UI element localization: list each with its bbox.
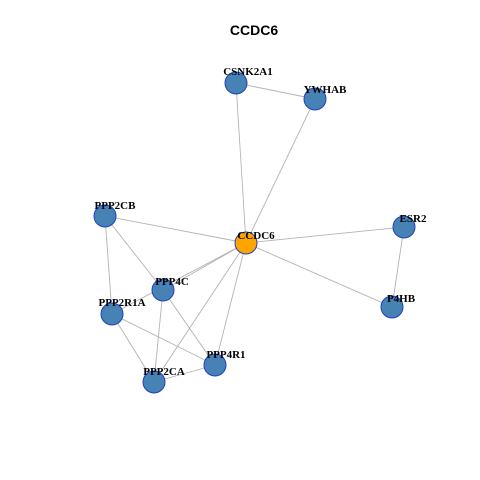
node-csnk2a1[interactable]	[224, 71, 248, 95]
edge-p4hb-ccdc6	[245, 242, 393, 308]
edge-ppp4c-ppp2ca	[153, 289, 164, 383]
node-label-ppp4c: PPP4C	[155, 276, 189, 288]
node-ppp4r1[interactable]	[203, 353, 227, 377]
edge-ppp2cb-ppp2r1a	[104, 215, 113, 315]
edge-csnk2a1-ywhab	[235, 82, 316, 100]
node-label-ppp4r1: PPP4R1	[206, 349, 245, 361]
edge-ppp2cb-ppp4c	[104, 215, 164, 291]
node-label-p4hb: P4HB	[387, 293, 416, 305]
node-label-ccdc6: CCDC6	[237, 230, 275, 242]
edge-esr2-p4hb	[391, 226, 405, 308]
edge-ppp2r1a-ppp4r1	[111, 313, 216, 366]
edge-csnk2a1-ccdc6	[235, 82, 247, 244]
node-esr2[interactable]	[392, 215, 416, 239]
nodes-layer	[93, 71, 416, 394]
node-label-ppp2r1a: PPP2R1A	[98, 297, 145, 309]
edge-esr2-ccdc6	[245, 226, 405, 244]
edge-ppp2ca-ccdc6	[153, 242, 247, 383]
node-p4hb[interactable]	[380, 295, 404, 319]
node-ppp4c[interactable]	[151, 278, 175, 302]
node-label-ppp2cb: PPP2CB	[95, 200, 137, 212]
edge-ywhab-ccdc6	[245, 98, 316, 244]
edge-ppp2cb-ccdc6	[104, 215, 247, 244]
edge-ppp2r1a-ppp2ca	[111, 313, 155, 383]
node-ppp2r1a[interactable]	[100, 302, 124, 326]
diagram-title: CCDC6	[230, 22, 278, 38]
node-label-ppp2ca: PPP2CA	[143, 366, 185, 378]
node-label-ywhab: YWHAB	[304, 84, 347, 96]
edge-ppp4c-ppp4r1	[162, 289, 216, 366]
edge-ppp4r1-ccdc6	[214, 242, 247, 366]
node-ywhab[interactable]	[303, 87, 327, 111]
node-label-csnk2a1: CSNK2A1	[223, 66, 273, 78]
node-ccdc6[interactable]	[234, 231, 258, 255]
node-label-esr2: ESR2	[400, 213, 427, 225]
edge-ppp2r1a-ccdc6	[111, 242, 247, 315]
edges-layer	[104, 82, 405, 383]
node-ppp2cb[interactable]	[93, 204, 117, 228]
node-ppp2ca[interactable]	[142, 370, 166, 394]
